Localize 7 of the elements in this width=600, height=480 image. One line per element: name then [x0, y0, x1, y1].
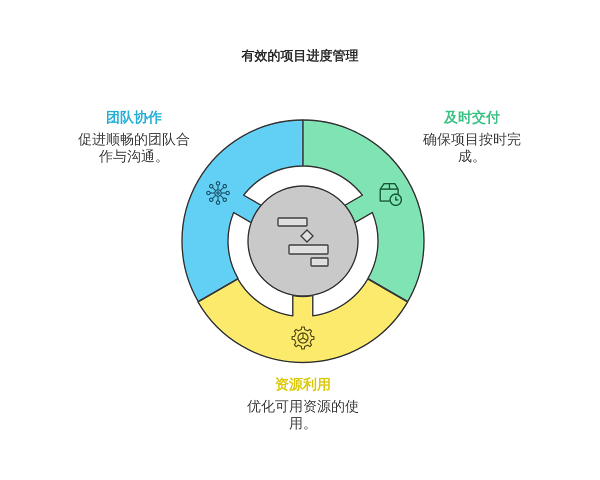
section-heading: 资源利用 — [274, 377, 331, 394]
description-text: 确保项目按时完成。 — [422, 132, 522, 166]
description-text: 促进顺畅的团队合作与沟通。 — [77, 132, 191, 166]
description-text: 优化可用资源的使用。 — [246, 399, 360, 433]
section-heading: 及时交付 — [444, 110, 500, 127]
diagram-title: 有效的项目进度管理 — [242, 49, 358, 65]
section-heading: 团队协作 — [106, 110, 162, 127]
